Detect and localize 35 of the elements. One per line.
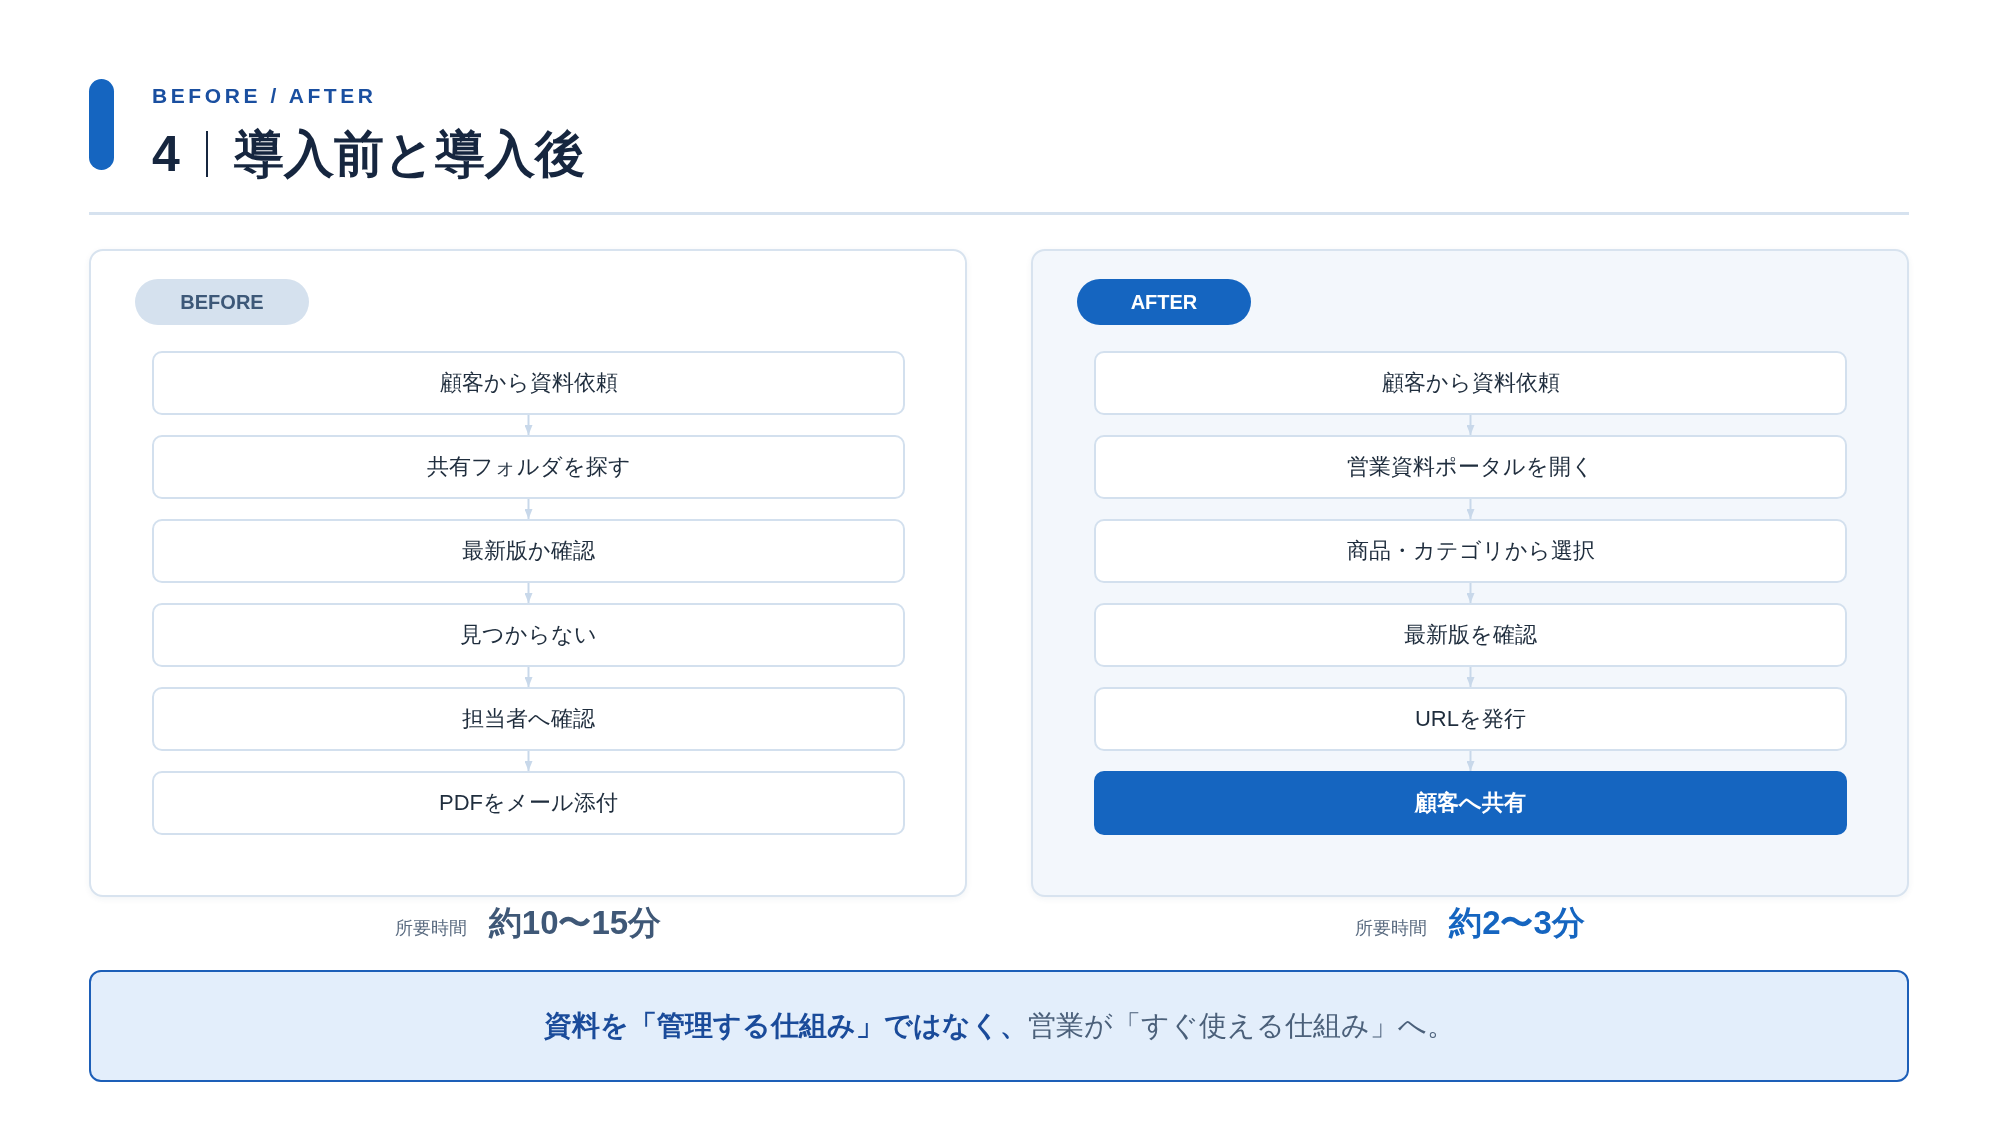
arrow bbox=[524, 666, 533, 688]
arrow bbox=[524, 414, 533, 436]
stage-tag: AFTER bbox=[1077, 279, 1251, 325]
step-box: 顧客へ共有 bbox=[1094, 771, 1847, 835]
summary-banner bbox=[89, 970, 1909, 1082]
process-panel bbox=[1031, 249, 1909, 897]
stage-tag: BEFORE bbox=[135, 279, 309, 325]
time-value: 約2〜3分 bbox=[1449, 903, 1585, 943]
step-box: 顧客から資料依頼 bbox=[1094, 351, 1847, 415]
step-box: 共有フォルダを探す bbox=[152, 435, 905, 499]
arrow bbox=[1466, 498, 1475, 520]
step-box: 商品・カテゴリから選択 bbox=[1094, 519, 1847, 583]
step-box: 最新版を確認 bbox=[1094, 603, 1847, 667]
arrow bbox=[1466, 414, 1475, 436]
step-box: 顧客から資料依頼 bbox=[152, 351, 905, 415]
time-label: 所要時間 bbox=[1355, 917, 1428, 940]
step-box: 営業資料ポータルを開く bbox=[1094, 435, 1847, 499]
step-box: 担当者へ確認 bbox=[152, 687, 905, 751]
step-box: 見つからない bbox=[152, 603, 905, 667]
step-box: URLを発行 bbox=[1094, 687, 1847, 751]
process-panel bbox=[89, 249, 967, 897]
step-box: 最新版か確認 bbox=[152, 519, 905, 583]
arrow bbox=[524, 498, 533, 520]
arrow bbox=[1466, 750, 1475, 772]
arrow bbox=[524, 750, 533, 772]
section-number: 4 bbox=[152, 125, 180, 184]
section-eyebrow: BEFORE / AFTER bbox=[152, 83, 377, 109]
arrow bbox=[524, 582, 533, 604]
page-title: 導入前と導入後 bbox=[233, 125, 585, 184]
time-value: 約10〜15分 bbox=[488, 903, 662, 943]
arrow bbox=[1466, 582, 1475, 604]
step-box: PDFをメール添付 bbox=[152, 771, 905, 835]
arrow bbox=[1466, 666, 1475, 688]
time-label: 所要時間 bbox=[394, 917, 467, 940]
summary-text: 資料を「管理する仕組み」ではなく、営業が「すぐ使える仕組み」へ。 bbox=[543, 1009, 1455, 1043]
